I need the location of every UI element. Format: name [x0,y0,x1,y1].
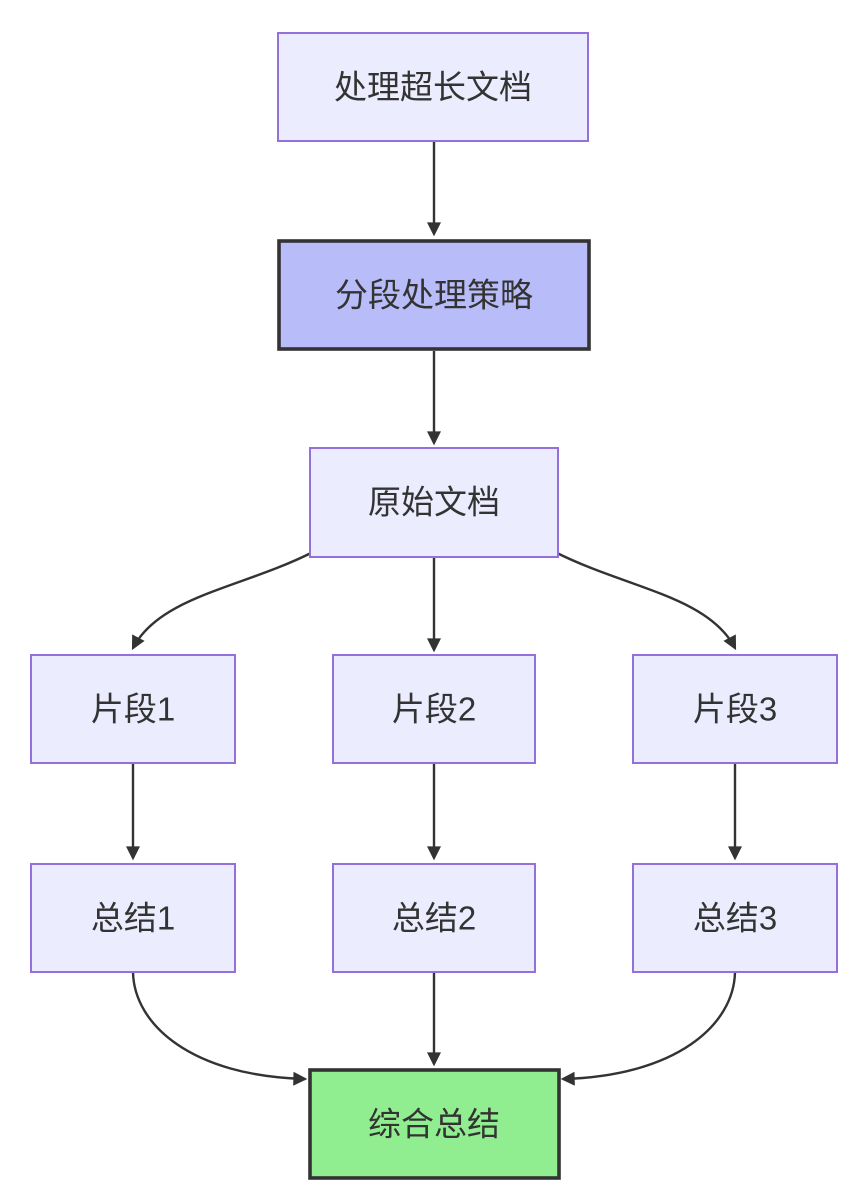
node-summary2-box [332,863,536,973]
node-summary1: 总结1 [30,863,236,973]
node-segment1-label: 片段1 [91,691,175,728]
node-source-doc-label: 原始文档 [368,484,500,521]
node-task-label: 处理超长文档 [334,69,532,106]
node-final-summary-label: 综合总结 [368,1106,500,1143]
node-strategy-box [277,239,591,351]
node-segment3-label: 片段3 [693,691,777,728]
node-strategy: 分段处理策略 [277,239,591,351]
node-summary3-label: 总结3 [693,900,777,937]
node-segment2-box [332,654,536,764]
node-summary3-box [632,863,838,973]
edge-summary3-to-final [560,971,737,1086]
node-final-summary: 综合总结 [308,1068,561,1180]
node-segment1-box [30,654,236,764]
edge-source-doc-to-segment3 [554,550,737,651]
nodes-layer: 处理超长文档 分段处理策略 原始文档 片段1 片段2 片段3 [30,32,838,1180]
node-summary2-label: 总结2 [392,900,476,937]
node-summary3: 总结3 [632,863,838,973]
node-summary1-label: 总结1 [91,900,175,937]
node-segment2: 片段2 [332,654,536,764]
node-summary1-box [30,863,236,973]
node-summary2: 总结2 [332,863,536,973]
node-strategy-label: 分段处理策略 [335,277,533,314]
node-source-doc-box [309,447,559,558]
edges-layer [126,141,742,1086]
node-task: 处理超长文档 [277,32,589,142]
edge-summary1-to-final [131,971,308,1086]
node-segment3-box [632,654,838,764]
node-segment1: 片段1 [30,654,236,764]
node-source-doc: 原始文档 [309,447,559,558]
node-task-box [277,32,589,142]
node-segment3: 片段3 [632,654,838,764]
node-final-summary-box [308,1068,561,1180]
edge-source-doc-to-segment1 [131,550,314,651]
node-segment2-label: 片段2 [392,691,476,728]
